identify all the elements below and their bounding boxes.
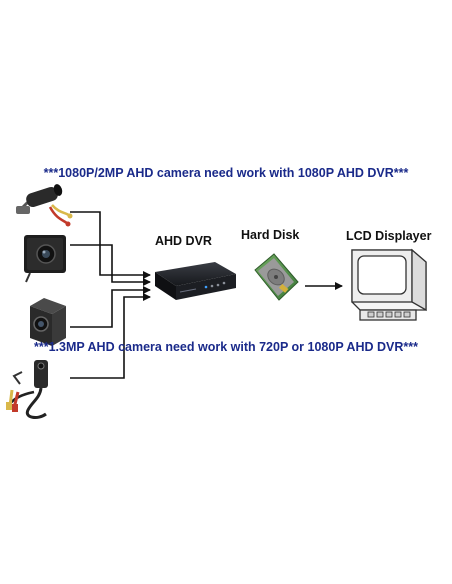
connection-lines (70, 211, 343, 379)
hard-disk-icon (254, 253, 299, 301)
line-camera-1 (70, 211, 151, 279)
crt-monitor-icon (351, 248, 427, 321)
line-camera-4 (70, 293, 151, 379)
bottom-compatibility-note: ***1.3MP AHD camera need work with 720P … (34, 340, 418, 354)
line-camera-3 (70, 286, 151, 328)
dvr-recorder-icon (155, 262, 236, 300)
mini-box-camera-icon (30, 298, 66, 346)
line-camera-2 (70, 244, 151, 286)
dvr-label: AHD DVR (155, 234, 212, 248)
top-compatibility-note: ***1080P/2MP AHD camera need work with 1… (43, 166, 409, 180)
lcd-displayer-label: LCD Displayer (346, 229, 432, 243)
bullet-camera-icon (16, 184, 73, 227)
pinhole-cable-camera-icon (6, 360, 48, 419)
hard-disk-label: Hard Disk (241, 228, 300, 242)
square-board-camera-icon (24, 235, 66, 283)
